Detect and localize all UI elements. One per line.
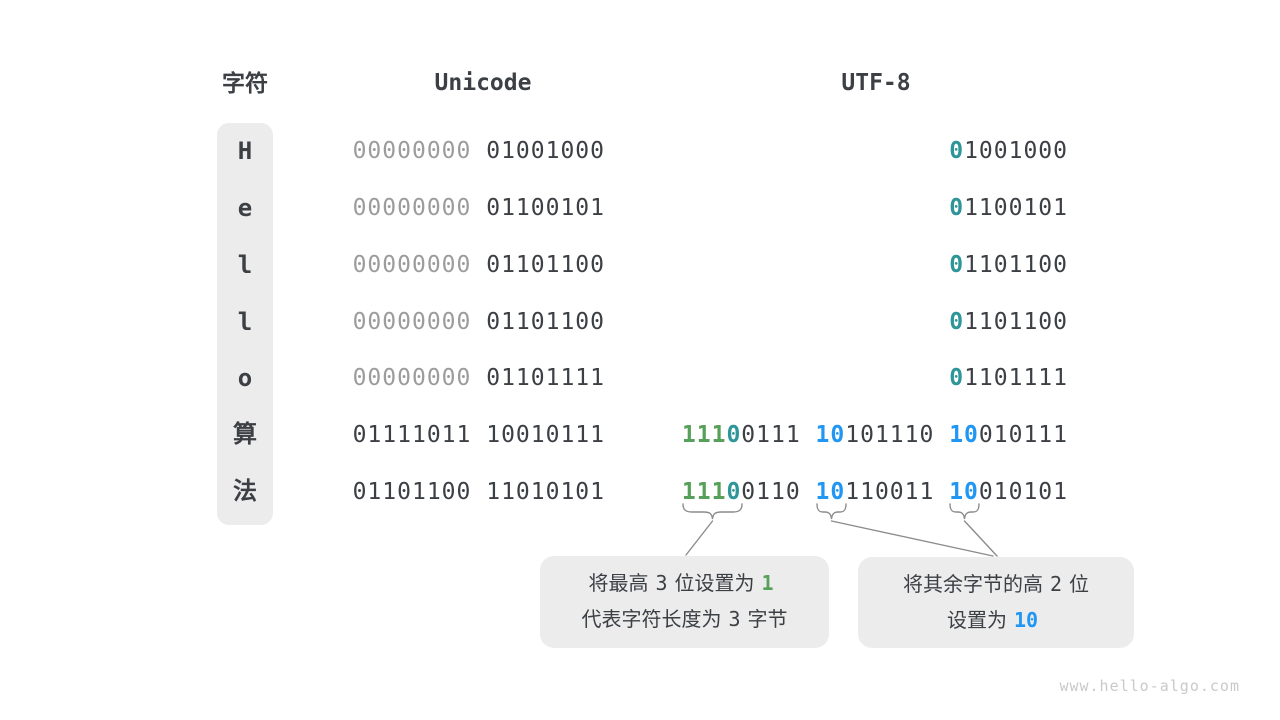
bit-group-dark: 01101111 bbox=[486, 365, 605, 391]
bit-group-muted: 00000000 bbox=[352, 252, 472, 278]
callout-text: 字节 bbox=[747, 609, 788, 631]
callout-number: 1 bbox=[761, 571, 774, 595]
bit-group-dark: 01001000 bbox=[486, 138, 605, 164]
callout-number: 10 bbox=[1013, 607, 1039, 632]
row-character: l bbox=[237, 251, 253, 279]
row-utf8-bits: 01001000 bbox=[949, 134, 1068, 168]
bit-group-blue: 10 bbox=[815, 422, 846, 448]
bit-group-muted: 00000000 bbox=[352, 195, 472, 221]
callout-number: 3 bbox=[728, 607, 741, 631]
bit-group-muted: 00000000 bbox=[352, 138, 472, 164]
bit-group-dark: 10010111 bbox=[486, 422, 605, 448]
row-unicode-bits: 01111011 10010111 bbox=[353, 418, 605, 452]
bit-group-dark: 010101 bbox=[978, 479, 1068, 505]
callout-text-line: 设置为 10 bbox=[858, 603, 1134, 639]
row-character: l bbox=[237, 308, 253, 336]
row-utf8-bits: 01100101 bbox=[949, 191, 1068, 225]
bit-group-teal: 0 bbox=[726, 422, 742, 448]
bit-group-dark: 01100101 bbox=[486, 195, 605, 221]
bit-group-muted: 00000000 bbox=[352, 365, 472, 391]
bit-group-dark: 1101100 bbox=[964, 309, 1068, 335]
callout-text: 将其余字节的高 bbox=[902, 573, 1043, 596]
bit-group-teal: 0 bbox=[949, 365, 965, 391]
bit-group-blue: 10 bbox=[949, 479, 979, 505]
row-character: o bbox=[237, 364, 253, 392]
row-unicode-bits: 01101100 11010101 bbox=[353, 475, 605, 509]
bit-group-dark: 110011 bbox=[845, 479, 935, 505]
callout-text: 代表字符长度为 bbox=[581, 609, 722, 631]
bit-group-dark: 101110 bbox=[845, 422, 935, 448]
row-character: 算 bbox=[233, 421, 257, 448]
character-column-background bbox=[217, 123, 273, 525]
callout-high-bits: 将最高 3 位设置为 1 代表字符长度为 3 字节 bbox=[540, 556, 829, 648]
row-unicode-bits: 00000000 01100101 bbox=[353, 191, 605, 225]
watermark: www.hello-algo.com bbox=[1059, 677, 1240, 695]
row-unicode-bits: 00000000 01001000 bbox=[353, 134, 605, 168]
bit-group-dark: 1101111 bbox=[964, 365, 1068, 391]
row-character: e bbox=[237, 194, 253, 222]
bit-group-blue: 10 bbox=[815, 479, 846, 505]
bit-group-dark: 1101100 bbox=[964, 252, 1068, 278]
bit-group-dark: 010111 bbox=[978, 422, 1068, 448]
row-utf8-bits: 01101100 bbox=[949, 305, 1068, 339]
bit-group-teal: 0 bbox=[949, 195, 965, 221]
bit-group-muted: 00000000 bbox=[352, 309, 472, 335]
callout-number: 3 bbox=[655, 571, 668, 595]
callout-text: 设置为 bbox=[946, 609, 1007, 632]
row-unicode-bits: 00000000 01101111 bbox=[353, 361, 605, 395]
bit-group-teal: 0 bbox=[949, 138, 965, 164]
row-character: 法 bbox=[233, 478, 257, 505]
row-unicode-bits: 00000000 01101100 bbox=[353, 248, 605, 282]
callout-number: 2 bbox=[1049, 571, 1063, 596]
connector-line-cont-2 bbox=[830, 520, 994, 557]
bit-group-dark: 1001000 bbox=[964, 138, 1068, 164]
callout-text-line: 将最高 3 位设置为 1 bbox=[540, 566, 829, 602]
callout-text: 位设置为 bbox=[674, 573, 755, 595]
column-header-utf8: UTF-8 bbox=[841, 70, 911, 96]
bit-group-teal: 0 bbox=[726, 479, 742, 505]
bit-group-blue: 10 bbox=[949, 422, 979, 448]
callout-text: 将最高 bbox=[588, 573, 649, 595]
column-header-unicode: Unicode bbox=[434, 70, 532, 96]
bit-group-dark: 01111011 bbox=[352, 422, 472, 448]
bit-group-dark: 11010101 bbox=[486, 479, 605, 505]
row-utf8-bits: 01101100 bbox=[949, 248, 1068, 282]
bit-group-dark: 1100101 bbox=[964, 195, 1068, 221]
bit-group-dark: 01101100 bbox=[486, 252, 605, 278]
row-character: H bbox=[237, 137, 253, 165]
bit-group-teal: 0 bbox=[949, 309, 965, 335]
bit-group-teal: 0 bbox=[949, 252, 965, 278]
bit-group-green: 111 bbox=[681, 422, 727, 448]
bit-group-dark: 0111 bbox=[741, 422, 801, 448]
callout-text-line: 代表字符长度为 3 字节 bbox=[540, 602, 829, 638]
connector-line-cont-3 bbox=[963, 520, 998, 557]
bit-group-dark: 01101100 bbox=[352, 479, 472, 505]
column-header-character: 字符 bbox=[222, 70, 268, 96]
bit-group-dark: 01101100 bbox=[486, 309, 605, 335]
connector-line-high-bits bbox=[685, 520, 714, 556]
callout-text: 位 bbox=[1069, 573, 1090, 596]
row-unicode-bits: 00000000 01101100 bbox=[353, 305, 605, 339]
row-utf8-bits: 11100111 10101110 10010111 bbox=[682, 418, 1068, 452]
bit-group-green: 111 bbox=[681, 479, 727, 505]
row-utf8-bits: 01101111 bbox=[949, 361, 1068, 395]
bit-group-dark: 0110 bbox=[741, 479, 801, 505]
row-utf8-bits: 11100110 10110011 10010101 bbox=[682, 475, 1068, 509]
